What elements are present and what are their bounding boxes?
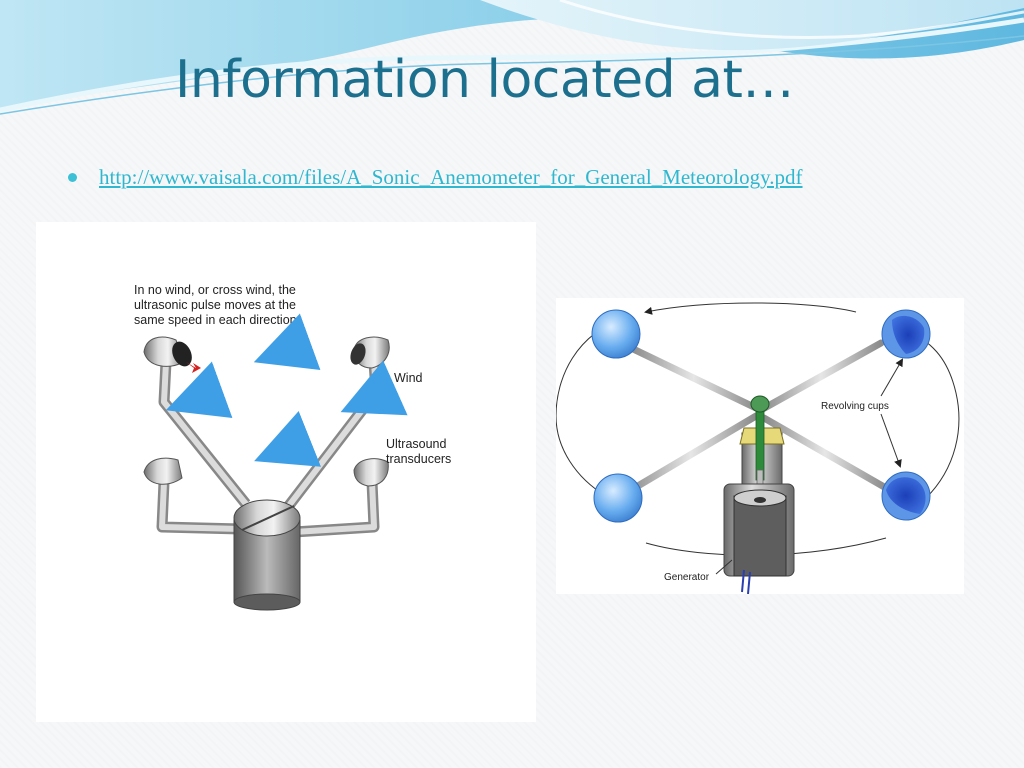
revolving-cups-label: Revolving cups xyxy=(821,401,889,412)
anemometer-hub xyxy=(739,395,785,504)
slide-title: Information located at… xyxy=(175,50,794,110)
transducer-head-top-right xyxy=(350,336,390,369)
transducer-head-bottom-left xyxy=(143,457,183,485)
cup-arms xyxy=(622,339,890,497)
cup-top-left xyxy=(591,309,641,359)
header-wave-decoration xyxy=(0,0,1024,115)
generator xyxy=(723,483,795,595)
transducer-head-bottom-right xyxy=(353,458,389,487)
sonic-anemometer-diagram: In no wind, or cross wind, the ultrasoni… xyxy=(36,222,536,722)
transducer-head-top-left xyxy=(143,336,192,367)
note-line-1: In no wind, or cross wind, the xyxy=(134,283,296,297)
generator-pointer xyxy=(715,559,733,575)
revolving-cups-pointers xyxy=(880,358,904,468)
bullet-dot xyxy=(68,173,77,182)
cup-top-right xyxy=(881,309,931,359)
cup-anemometer-diagram: Revolving cups Generator xyxy=(555,298,964,595)
anemometer-body xyxy=(233,499,301,611)
transducers-label-line-1: Ultrasound xyxy=(386,437,446,451)
wind-label: Wind xyxy=(394,371,423,385)
cup-bottom-left xyxy=(593,473,643,523)
transducers-label: Ultrasound transducers xyxy=(386,437,451,466)
note-line-3: same speed in each direction xyxy=(134,313,297,327)
wind-arrows xyxy=(165,313,408,467)
bullet-list-item: http://www.vaisala.com/files/A_Sonic_Ane… xyxy=(68,165,803,190)
note-line-2: ultrasonic pulse moves at the xyxy=(134,298,296,312)
transducers-label-line-2: transducers xyxy=(386,452,451,466)
diagram-note: In no wind, or cross wind, the ultrasoni… xyxy=(134,283,297,327)
ultrasonic-pulse-arrow xyxy=(186,362,201,373)
generator-label: Generator xyxy=(664,572,710,583)
source-link[interactable]: http://www.vaisala.com/files/A_Sonic_Ane… xyxy=(99,165,803,189)
cup-bottom-right xyxy=(881,471,931,521)
